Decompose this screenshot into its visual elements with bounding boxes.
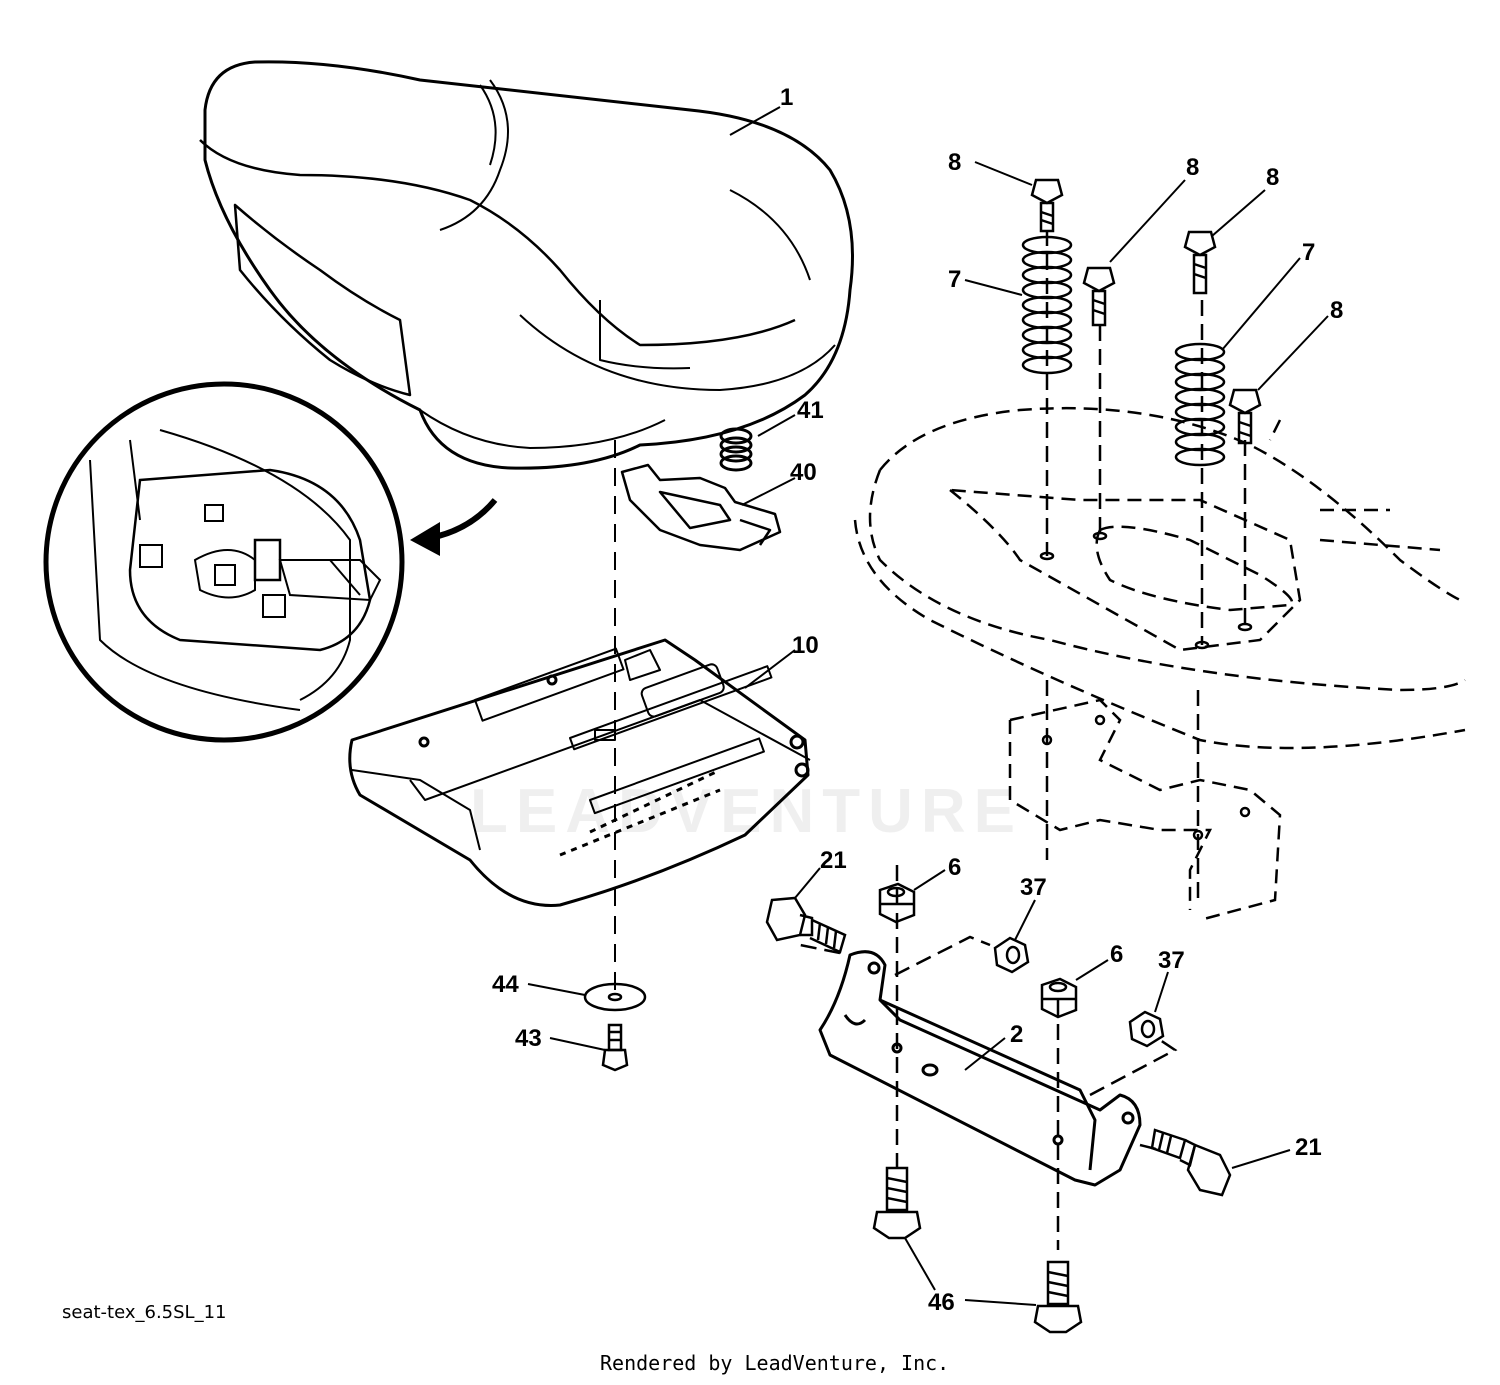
mount-bracket-2 [818,950,1142,1187]
leader-1 [729,106,781,136]
callout-10: 10 [792,632,819,659]
bolt-8-b [1082,266,1116,327]
bolt-43 [601,1023,629,1072]
drawing-id: seat-tex_6.5SL_11 [62,1302,227,1323]
callout-8a: 8 [948,149,961,176]
leader-2 [964,1037,1006,1071]
callout-40: 40 [790,459,817,486]
rendered-by: Rendered by LeadVenture, Inc. [600,1351,949,1375]
spring-7-right [1174,342,1226,467]
nut-6-top [878,882,916,924]
leader-43 [549,1037,606,1051]
leader-8-d [1257,315,1329,391]
spring-7-left [1021,235,1073,375]
callout-7b: 7 [1302,239,1315,266]
callout-43: 43 [515,1025,542,1052]
leader-8-a [974,161,1033,186]
bolt-8-d [1228,388,1262,445]
callout-41: 41 [797,397,824,424]
mount-lines [1045,230,1247,900]
leader-7-right [1221,257,1301,351]
washer-44 [583,982,647,1012]
bolt-21-right [1150,1128,1232,1197]
callout-21b: 21 [1295,1134,1322,1161]
seat-plate-10 [348,638,811,907]
bolt-8-c [1183,230,1217,295]
bolt-46-right [1033,1260,1083,1334]
leader-8-b [1109,179,1186,263]
leader-41 [757,414,796,437]
callout-2: 2 [1010,1021,1023,1048]
curved-arrow-icon [410,498,498,556]
leader-46-right [964,1299,1037,1306]
bolt-46-left [872,1166,922,1240]
seat [199,60,854,470]
leader-6-top [913,869,946,891]
callout-8c: 8 [1266,164,1279,191]
spring-41 [719,427,753,472]
frame-outline [853,406,1466,922]
bolt-8-a [1030,178,1064,233]
bracket-40 [620,463,782,552]
leader-8-c [1211,189,1266,237]
bolt-21-left [765,896,847,954]
detail-view [43,381,405,743]
callout-37a: 37 [1020,874,1047,901]
leader-10 [744,649,796,689]
watermark: LEADVENTURE [470,777,1023,846]
leader-46-left [904,1237,936,1291]
callout-44: 44 [492,971,519,998]
callout-37b: 37 [1158,947,1185,974]
nut-37-bottom [1128,1010,1165,1048]
nut-6-bottom [1040,977,1078,1019]
leader-7-left [964,279,1023,296]
leader-37-top [1014,899,1036,941]
callout-6b: 6 [1110,941,1123,968]
leader-6-bottom [1075,959,1109,981]
callout-46: 46 [928,1289,955,1316]
callout-7a: 7 [948,266,961,293]
leader-40 [741,477,796,506]
leader-21-right [1231,1149,1291,1169]
callout-1: 1 [780,84,793,111]
leader-37-bottom [1154,971,1169,1013]
callout-8b: 8 [1186,154,1199,181]
callout-21a: 21 [820,847,847,874]
leader-44 [527,983,586,996]
frame-holes [1039,531,1253,841]
callout-6a: 6 [948,854,961,881]
leader-21-left [794,867,821,899]
nut-37-top [993,936,1030,974]
bracket-lines [799,865,1178,1250]
callout-8d: 8 [1330,297,1343,324]
